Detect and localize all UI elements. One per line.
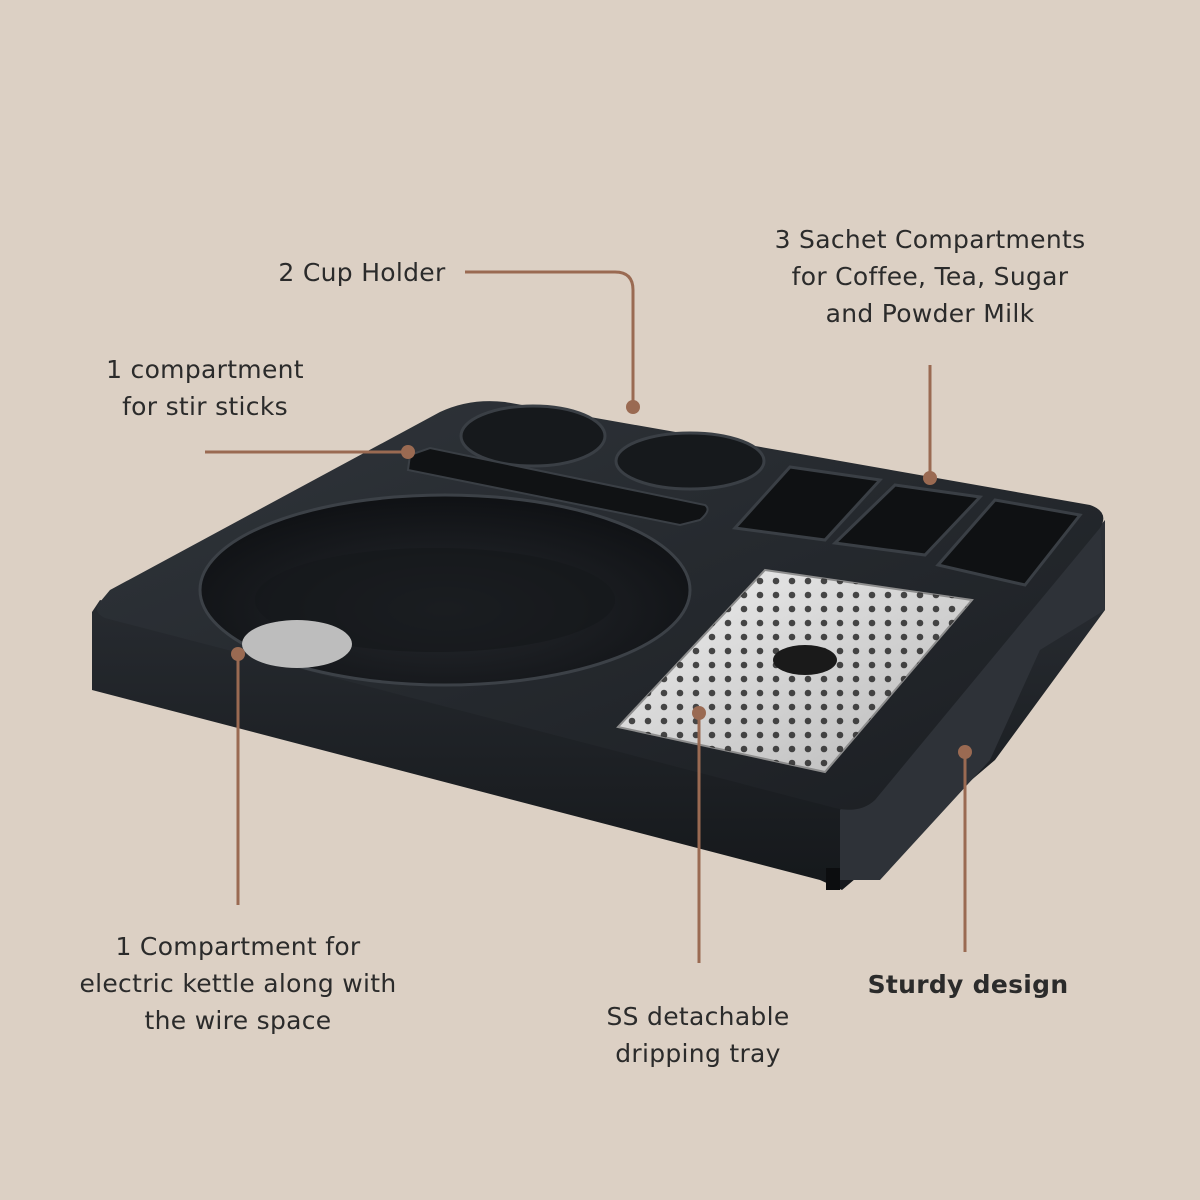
callout-leaders bbox=[205, 270, 967, 963]
drip-tray-drain bbox=[773, 645, 837, 675]
callout-sturdy-design: Sturdy design bbox=[867, 970, 1069, 999]
cup-holder-1 bbox=[459, 404, 607, 468]
callout-drip-tray: SS detachable dripping tray bbox=[606, 1002, 790, 1068]
callout-stir-sticks: 1 compartment for stir sticks bbox=[106, 355, 304, 421]
sachet-compartment-2 bbox=[831, 483, 984, 557]
wire-space-cutout bbox=[242, 620, 352, 668]
sachet-compartment-3 bbox=[935, 498, 1083, 587]
stir-stick-compartment bbox=[406, 446, 709, 527]
callout-cup-holder: 2 Cup Holder bbox=[278, 258, 446, 287]
sachet-compartment-1 bbox=[731, 465, 884, 542]
callout-sachet-compartments: 3 Sachet Compartments for Coffee, Tea, S… bbox=[774, 225, 1086, 328]
cup-holder-2 bbox=[614, 431, 766, 491]
callout-kettle-compartment: 1 Compartment for electric kettle along … bbox=[79, 932, 397, 1035]
leader-cup-holder bbox=[465, 270, 635, 405]
